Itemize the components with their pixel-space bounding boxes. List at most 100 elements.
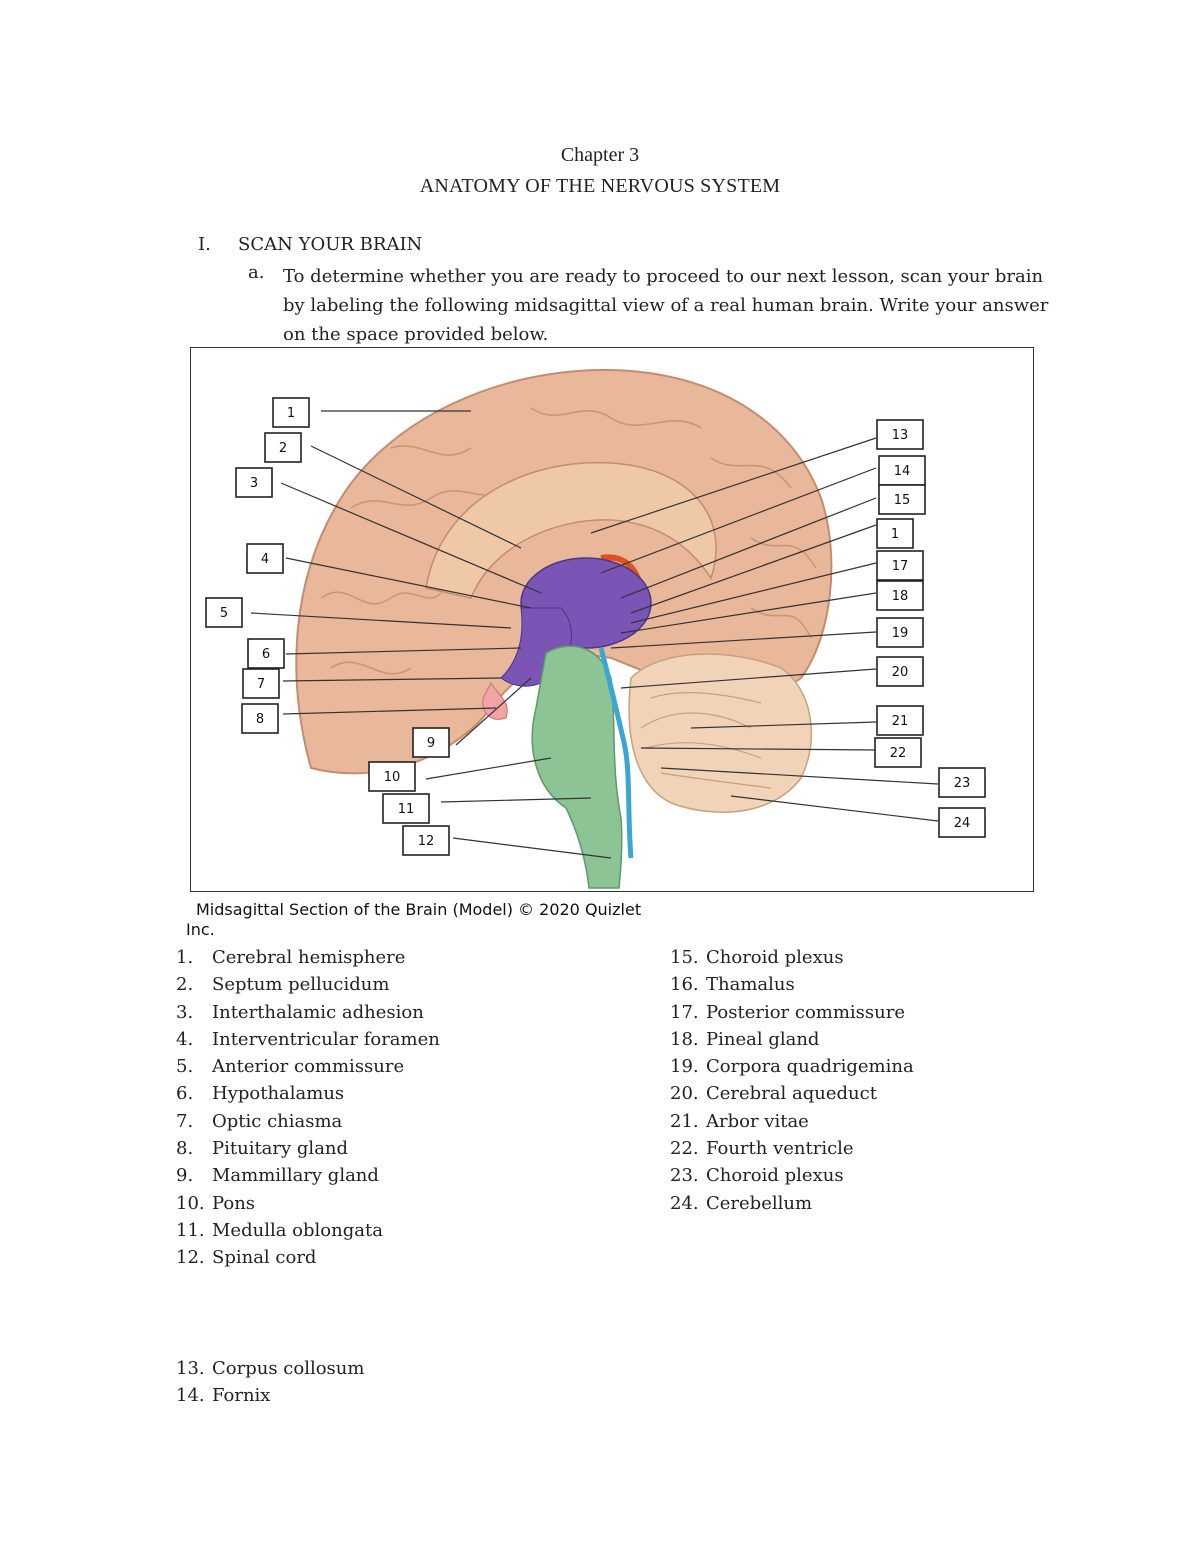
list-item-number: 12. — [176, 1247, 205, 1269]
answer-list-1: 1.Cerebral hemisphere 2. Septum pellucidum… — [176, 944, 440, 1272]
gyri-texture — [320, 407, 817, 675]
list-item: 19.Corpora quadrigemina — [670, 1053, 914, 1080]
list-item: 1.Cerebral hemisphere — [176, 944, 440, 971]
list-item-text: Posterior commissure — [706, 1001, 906, 1023]
list-item-number: 2. — [176, 974, 194, 996]
list-item-number: 21. — [670, 1110, 699, 1132]
label-number: 18 — [892, 589, 909, 604]
label-number: 9 — [427, 736, 435, 751]
section-title: SCAN YOUR BRAIN — [238, 234, 423, 255]
document-title: ANATOMY OF THE NERVOUS SYSTEM — [419, 175, 781, 197]
list-item-text: Anterior commissure — [212, 1056, 405, 1078]
list-item: 3. Interthalamic adhesion — [176, 999, 440, 1026]
list-item-number: 14. — [176, 1385, 205, 1407]
label-box — [235, 467, 273, 498]
list-item-number: 18. — [670, 1028, 699, 1050]
list-item-text: Pituitary gland — [212, 1138, 349, 1160]
label-number: 6 — [262, 647, 270, 662]
list-item-text: Interventricular foramen — [212, 1028, 440, 1050]
list-item: 17.Posterior commissure — [670, 999, 914, 1026]
label-box — [876, 550, 924, 581]
label-box — [938, 807, 986, 838]
answer-list-2: 15. Choroid plexus 16. Thamalus 17.Posterior… — [670, 944, 914, 1217]
label-number: 13 — [892, 428, 909, 443]
list-item-text: Septum pellucidum — [212, 974, 390, 996]
list-item: 18. Pineal gland — [670, 1026, 914, 1053]
label-box — [876, 656, 924, 687]
list-item-text: Choroid plexus — [706, 947, 844, 968]
list-item-number: 23. — [670, 1165, 699, 1187]
list-item: 22.Fourth ventricle — [670, 1135, 914, 1162]
label-number: 7 — [257, 677, 265, 692]
figure-caption: Midsagittal Section of the Brain (Model)… — [196, 900, 642, 919]
label-box — [876, 705, 924, 736]
list-item: 15. Choroid plexus — [670, 944, 914, 971]
label-number: 3 — [250, 476, 258, 491]
label-number: 10 — [384, 770, 401, 785]
list-item: 12.Spinal cord — [176, 1244, 440, 1271]
list-item-number: 13. — [176, 1358, 205, 1379]
list-item-number: 7. — [176, 1110, 194, 1132]
list-item-text: Corpus collosum — [212, 1358, 365, 1379]
list-item: 2. Septum pellucidum — [176, 971, 440, 998]
list-item-number: 15. — [670, 947, 699, 968]
label-box — [247, 638, 285, 669]
label-number: 1 — [891, 527, 899, 542]
list-item-number: 19. — [670, 1056, 699, 1078]
label-box — [874, 737, 922, 768]
label-box — [876, 617, 924, 648]
label-number: 17 — [892, 559, 909, 574]
label-box — [876, 419, 924, 450]
label-box — [264, 432, 302, 463]
list-item: 20.Cerebral aqueduct — [670, 1080, 914, 1107]
list-item: 4. Interventricular foramen — [176, 1026, 440, 1053]
list-item: 16. Thamalus — [670, 971, 914, 998]
label-number: 19 — [892, 626, 909, 641]
list-item-number: 22. — [670, 1138, 699, 1160]
list-item-text: Pineal gland — [706, 1028, 820, 1050]
chapter-heading: Chapter 3 — [560, 144, 640, 166]
label-box — [402, 825, 450, 856]
list-item-number: 8. — [176, 1138, 194, 1160]
leader-lines — [250, 410, 939, 859]
arbor-vitae-texture — [640, 691, 772, 789]
list-item-number: 16. — [670, 974, 699, 996]
list-item-text: Fornix — [212, 1385, 271, 1407]
label-box — [205, 597, 243, 628]
list-item: 9.Mammillary gland — [176, 1162, 440, 1189]
list-item: 21.Arbor vitae — [670, 1108, 914, 1135]
list-item: 8. Pituitary gland — [176, 1135, 440, 1162]
list-item-number: 24. — [670, 1192, 699, 1214]
list-item-text: Thamalus — [706, 974, 795, 996]
list-item: 10.Pons — [176, 1190, 440, 1217]
label-box — [878, 484, 926, 515]
list-item-text: Hypothalamus — [212, 1083, 345, 1105]
list-item-number: 6. — [176, 1083, 194, 1105]
list-item-text: Interthalamic adhesion — [212, 1001, 424, 1023]
pituitary-shape — [482, 682, 508, 720]
list-item: 13. Corpus collosum — [176, 1355, 364, 1382]
label-number: 24 — [954, 816, 971, 831]
label-number: 11 — [398, 802, 415, 817]
answer-list-3: 13. Corpus collosum 14. Fornix — [176, 1355, 364, 1410]
list-item-number: 10. — [176, 1192, 205, 1214]
list-item-number: 5. — [176, 1056, 194, 1078]
label-number: 1 — [287, 406, 295, 421]
list-item-number: 1. — [176, 947, 194, 968]
list-item: 11.Medulla oblongata — [176, 1217, 440, 1244]
label-number: 22 — [890, 746, 907, 761]
list-item-number: 3. — [176, 1001, 194, 1023]
section-number: I. — [198, 234, 211, 255]
label-number: 15 — [894, 493, 911, 508]
corpus-callosum-shape — [425, 461, 717, 599]
figure-caption-cont: Inc. — [186, 920, 215, 939]
list-item-number: 4. — [176, 1028, 194, 1050]
list-item-text: Mammillary gland — [212, 1165, 379, 1187]
cerebellum-shape — [628, 653, 813, 813]
label-number: 8 — [256, 712, 264, 727]
label-box — [242, 668, 280, 699]
label-box — [272, 397, 310, 428]
